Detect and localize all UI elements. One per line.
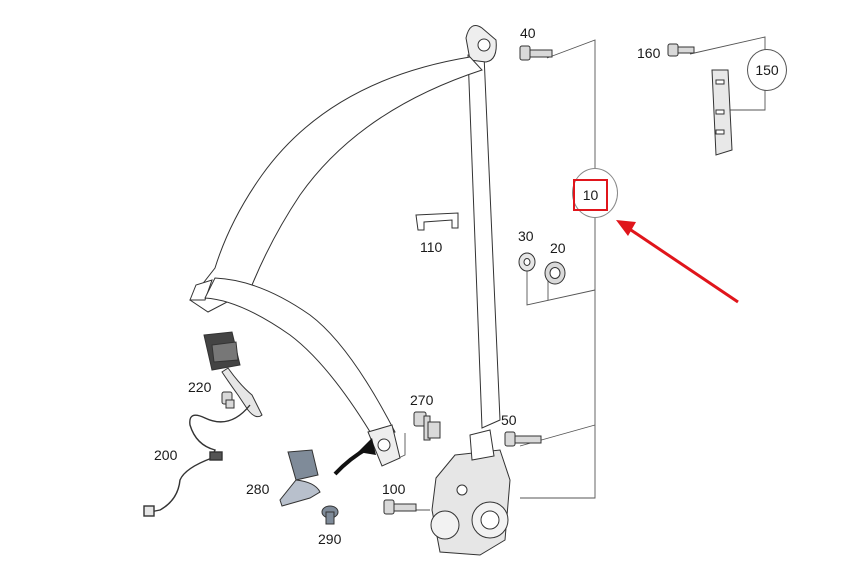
lower-anchor [367, 424, 401, 467]
clip-110 [415, 212, 459, 231]
pretensioner-280 [279, 449, 321, 507]
wiring-200 [143, 404, 251, 517]
part-number-200: 200 [154, 447, 178, 463]
bolt-220 [221, 391, 235, 409]
upper-guide [465, 25, 497, 63]
highlight-box-part-10: 10 [573, 179, 608, 211]
nut-20 [544, 261, 566, 285]
diagonal-belt [189, 56, 483, 441]
bolt-270 [413, 411, 441, 441]
bolt-160 [667, 43, 695, 57]
retractor [430, 429, 511, 556]
belt-strap [467, 54, 501, 429]
leader-lines [389, 36, 766, 511]
part-number-290: 290 [318, 531, 342, 547]
washer-30 [518, 252, 536, 272]
buckle [203, 331, 263, 418]
black-arrow [333, 438, 376, 476]
part-number-10: 10 [582, 187, 599, 203]
bolt-100 [383, 499, 417, 515]
bolt-290 [321, 505, 339, 525]
part-number-160: 160 [637, 45, 661, 61]
part-number-20: 20 [550, 240, 566, 256]
part-number-150: 150 [755, 62, 779, 78]
part-number-100: 100 [382, 481, 406, 497]
bolt-50 [504, 431, 542, 447]
part-number-30: 30 [518, 228, 534, 244]
callout-circle-150: 150 [747, 49, 787, 91]
part-number-40: 40 [520, 25, 536, 41]
bolt-40 [519, 45, 553, 61]
part-number-270: 270 [410, 392, 434, 408]
height-adjuster-150 [711, 69, 733, 156]
part-number-280: 280 [246, 481, 270, 497]
part-number-50: 50 [501, 412, 517, 428]
part-number-220: 220 [188, 379, 212, 395]
part-number-110: 110 [420, 239, 443, 255]
